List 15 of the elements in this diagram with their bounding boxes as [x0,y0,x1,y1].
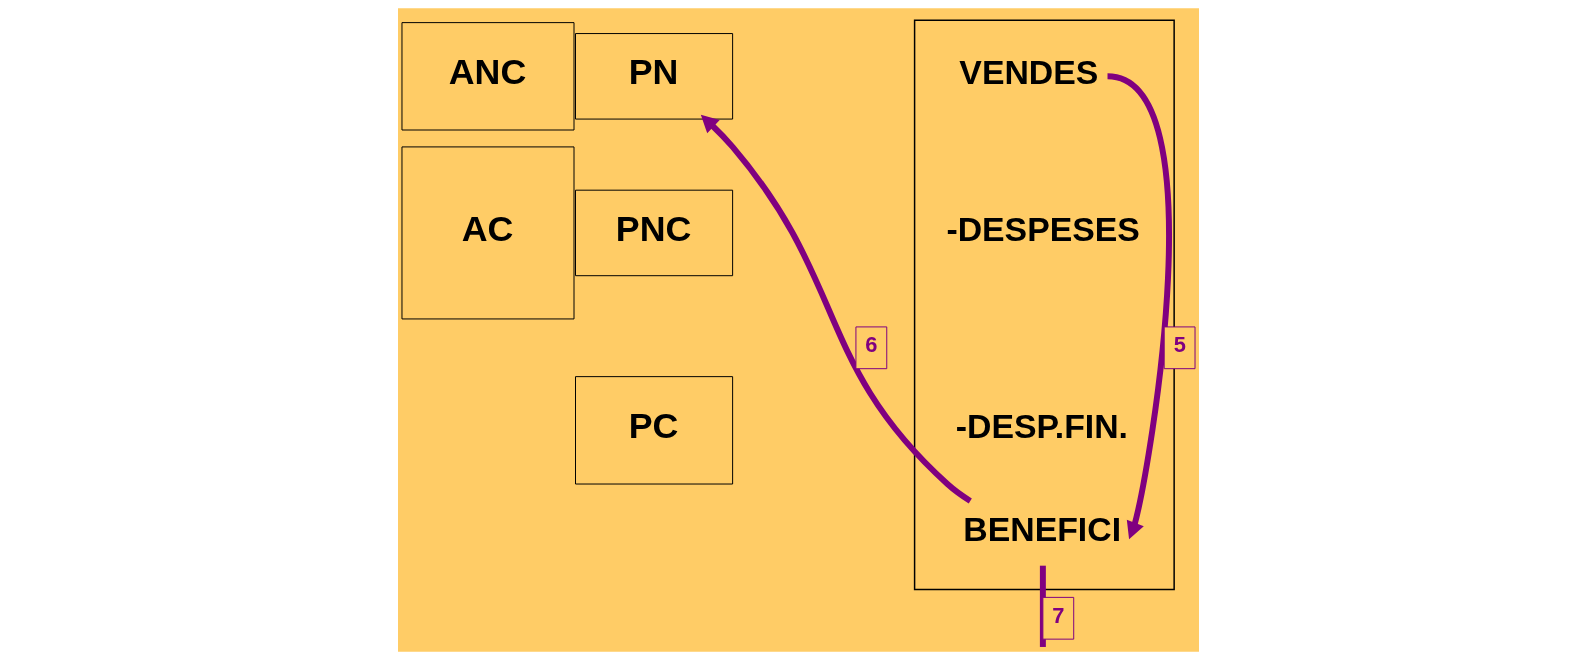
node-box: PN [574,33,733,120]
edge-label: 5 [1173,332,1186,358]
arrow [1106,73,1172,540]
node-box: AC [401,146,574,320]
node-text: -DESP.FIN. [955,406,1128,445]
node-box: PNC [574,189,733,277]
node-text: BENEFICI [962,509,1121,548]
node-box: ANC [401,22,574,131]
node-box: PC [574,376,733,485]
node-text: -DESPESES [945,209,1140,248]
arrow [700,114,972,504]
connector [1039,565,1046,647]
edge-label: 7 [1051,602,1064,628]
node-text: VENDES [958,52,1098,91]
edge-label: 6 [864,332,878,358]
